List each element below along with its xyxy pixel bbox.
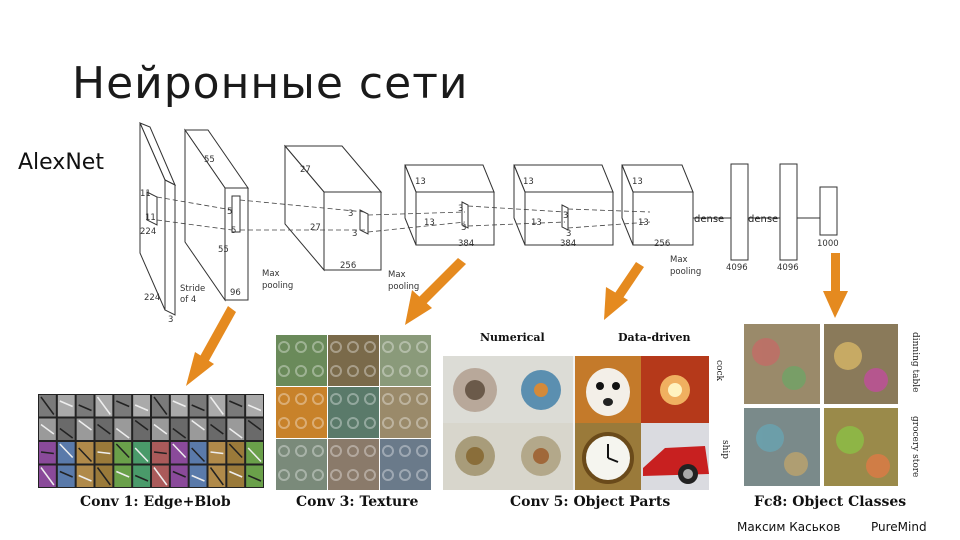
fc8-class-grid (736, 322, 908, 488)
arrow-fc8-icon (823, 253, 848, 318)
conv1-filters-image (38, 394, 264, 488)
conv5-parts-grid (443, 356, 709, 490)
fc8-label-dinning-table: dinning table (910, 332, 920, 392)
conv1-filter-grid (38, 394, 264, 488)
fc8-label-ship: ship (720, 440, 730, 459)
arrow-conv3-icon (405, 258, 466, 325)
fc8-caption: Fc8: Object Classes (754, 494, 906, 510)
arrow-conv5-icon (604, 262, 644, 320)
fc8-label-grocery-store: grocery store (910, 416, 920, 477)
conv5-caption: Conv 5: Object Parts (510, 494, 670, 510)
arrow-conv1-icon (186, 306, 236, 386)
footer-author: Максим Каськов (737, 520, 840, 534)
conv3-caption: Conv 3: Texture (296, 494, 418, 510)
conv5-object-parts-image (443, 356, 709, 490)
fc8-label-cock: cock (704, 360, 724, 380)
footer-brand: PureMind (871, 520, 927, 534)
conv3-texture-image (276, 335, 432, 491)
conv5-data-driven-label: Data-driven (618, 331, 691, 344)
fc8-object-classes-image (736, 322, 908, 488)
conv5-numerical-label: Numerical (480, 331, 545, 344)
conv1-caption: Conv 1: Edge+Blob (80, 494, 231, 510)
conv3-texture-grid (276, 335, 432, 491)
